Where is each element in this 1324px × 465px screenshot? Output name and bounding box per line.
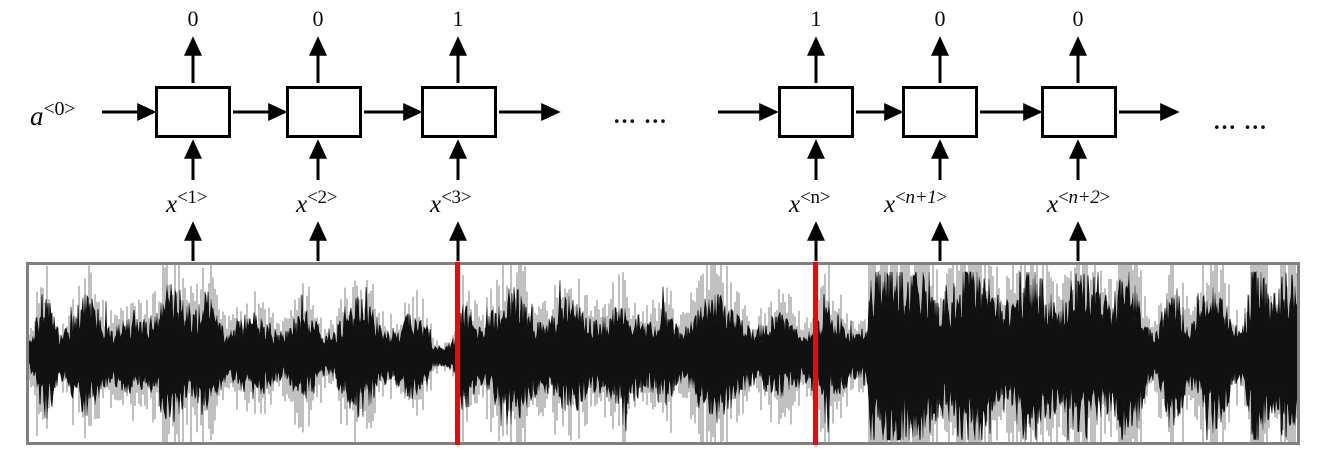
rnn-cell-6[interactable] xyxy=(1041,86,1117,138)
cell-1-output-label: 0 xyxy=(187,6,199,31)
rnn-cell-3[interactable] xyxy=(421,86,497,138)
cell-1-input-label: x<1> xyxy=(166,188,207,217)
cell-2-input-base: x xyxy=(296,191,308,218)
trigger-marker-line-2 xyxy=(813,262,818,445)
ellipsis-right: … … xyxy=(1213,109,1268,134)
initial-activation-base: a xyxy=(30,101,44,131)
waveform-spikes xyxy=(29,265,1297,442)
cell-5-output-label: 0 xyxy=(934,6,946,31)
rnn-cell-2[interactable] xyxy=(286,86,362,138)
cell-2-input-superscript: <2> xyxy=(307,187,338,208)
cell-3-input-label: x<3> xyxy=(430,188,471,217)
cell-3-output-label: 1 xyxy=(452,6,464,31)
rnn-cell-1[interactable] xyxy=(155,86,231,138)
cell-6-input-label: x<n+2> xyxy=(1047,188,1110,217)
cell-6-output-label: 0 xyxy=(1072,6,1084,31)
audio-waveform xyxy=(29,265,1297,442)
rnn-cell-5[interactable] xyxy=(902,86,978,138)
cell-3-input-superscript: <3> xyxy=(441,187,472,208)
ellipsis-left: … … xyxy=(613,103,668,128)
initial-activation-label: a<0> xyxy=(30,99,75,130)
audio-waveform-panel[interactable] xyxy=(26,262,1300,445)
cell-4-output-label: 1 xyxy=(810,6,822,31)
cell-6-input-superscript: <n+2> xyxy=(1058,187,1110,208)
initial-activation-superscript: <0> xyxy=(43,98,76,120)
trigger-marker-line-1 xyxy=(455,262,460,445)
cell-4-input-superscript: <n> xyxy=(800,187,831,208)
cell-2-output-label: 0 xyxy=(312,6,324,31)
cell-6-input-base: x xyxy=(1047,191,1059,218)
cell-3-input-base: x xyxy=(430,191,442,218)
cell-5-input-base: x xyxy=(884,191,896,218)
cell-4-input-label: x<n> xyxy=(789,188,830,217)
cell-1-input-base: x xyxy=(166,191,178,218)
cell-5-input-superscript: <n+1> xyxy=(895,187,947,208)
cell-1-input-superscript: <1> xyxy=(177,187,208,208)
rnn-cell-4[interactable] xyxy=(778,86,854,138)
cell-2-input-label: x<2> xyxy=(296,188,337,217)
cell-5-input-label: x<n+1> xyxy=(884,188,947,217)
cell-4-input-base: x xyxy=(789,191,801,218)
